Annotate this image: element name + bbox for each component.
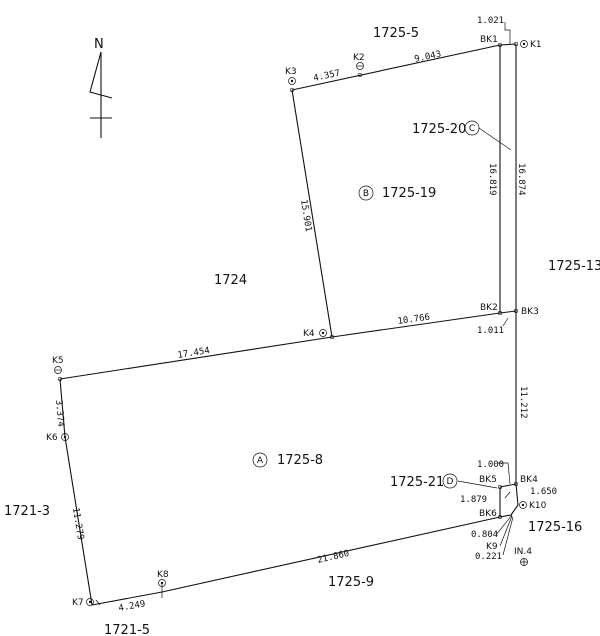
k10-marker-icon bbox=[519, 501, 527, 509]
k2-label: K2 bbox=[353, 53, 365, 63]
dist-k3-k2: 4.357 bbox=[313, 69, 342, 84]
bk6-label: BK6 bbox=[479, 509, 497, 519]
k6-label: K6 bbox=[46, 433, 58, 443]
lot-d-name: 1725-21 bbox=[390, 475, 444, 490]
lot-1725-16: 1725-16 bbox=[528, 520, 582, 535]
dist-k7-k8: 4.249 bbox=[118, 599, 146, 614]
k5-label: K5 bbox=[52, 356, 64, 366]
lot-d-marker-icon bbox=[442, 473, 458, 489]
lot-b-marker: B bbox=[363, 189, 369, 199]
k1-point-icon bbox=[513, 41, 519, 47]
north-arrow-icon: N bbox=[89, 37, 113, 138]
lot-c-name: 1725-20 bbox=[412, 122, 466, 137]
point-labels: K1 K2 K3 K4 K5 K6 K7 K8 K9 K10 BK1 BK2 B… bbox=[46, 35, 547, 608]
lot-1725-5: 1725-5 bbox=[373, 26, 419, 41]
k4-label: K4 bbox=[303, 329, 315, 339]
dist-k8-bk6: 21.860 bbox=[316, 549, 350, 566]
k3-label: K3 bbox=[285, 67, 297, 77]
k8-marker-icon bbox=[158, 579, 166, 587]
bk5-point-icon bbox=[497, 484, 503, 490]
lot-a-marker-icon bbox=[252, 452, 268, 468]
lot-1724: 1724 bbox=[214, 273, 247, 288]
dist-k9-b: 0.221 bbox=[475, 552, 502, 562]
dist-bk1-k1: 1.021 bbox=[477, 16, 504, 26]
lot-c-marker: C bbox=[469, 124, 475, 134]
lot-b-marker-icon bbox=[358, 185, 374, 201]
lot-1725-9: 1725-9 bbox=[328, 575, 374, 590]
k7-label: K7 bbox=[72, 598, 84, 608]
dist-k1-bk3: 16.874 bbox=[516, 163, 526, 196]
bk3-label: BK3 bbox=[521, 307, 539, 317]
dist-k5-k6: 3.374 bbox=[53, 399, 65, 427]
k4-point-icon bbox=[329, 334, 335, 340]
k6-marker-icon bbox=[61, 433, 69, 441]
dist-bk5-bk6: 1.879 bbox=[460, 495, 487, 505]
lot-1721-3: 1721-3 bbox=[4, 504, 50, 519]
k9-label: K9 bbox=[486, 542, 498, 552]
dist-bk4-k10: 1.650 bbox=[530, 487, 557, 497]
lot-1725-13: 1725-13 bbox=[548, 259, 600, 274]
lot-1721-5: 1721-5 bbox=[104, 623, 150, 636]
k8-label: K8 bbox=[157, 570, 169, 580]
bk3-point-icon bbox=[513, 308, 519, 314]
k3-marker-icon bbox=[288, 77, 296, 85]
north-label: N bbox=[94, 37, 104, 52]
k10-label: K10 bbox=[529, 501, 547, 511]
dist-bk1-bk2: 16.819 bbox=[487, 163, 497, 196]
k3-point-icon bbox=[289, 87, 295, 93]
k4-marker-icon bbox=[319, 329, 327, 337]
distance-labels: 4.357 9.043 1.021 15.901 16.819 16.874 1… bbox=[53, 16, 557, 614]
k1-label: K1 bbox=[530, 40, 542, 50]
leader-lines bbox=[95, 22, 514, 606]
dist-k9-a: 0.804 bbox=[471, 530, 498, 540]
lot-labels: B 1725-19 1725-20 C A 1725-8 1725-21 D 1… bbox=[4, 26, 600, 636]
in4-marker-icon bbox=[520, 558, 528, 566]
k2-marker-icon bbox=[356, 62, 364, 70]
bk4-label: BK4 bbox=[520, 475, 538, 485]
k5-point-icon bbox=[57, 376, 63, 382]
k2-point-icon bbox=[357, 72, 363, 78]
dist-bk3-bk4: 11.212 bbox=[518, 386, 528, 419]
lot-a-marker: A bbox=[257, 456, 264, 466]
boundary-lines bbox=[59, 43, 519, 606]
k5-marker-icon bbox=[54, 366, 62, 374]
bk1-label: BK1 bbox=[480, 35, 498, 45]
lot-d-marker: D bbox=[447, 477, 454, 487]
k1-marker-icon bbox=[520, 40, 528, 48]
dist-k4-bk2: 10.766 bbox=[397, 313, 431, 327]
k7-marker-icon bbox=[86, 598, 94, 606]
bk5-label: BK5 bbox=[479, 475, 497, 485]
bk6-point-icon bbox=[497, 514, 503, 520]
bk4-point-icon bbox=[513, 481, 519, 487]
in4-label: IN.4 bbox=[514, 547, 532, 557]
point-markers bbox=[54, 40, 528, 606]
bk2-point-icon bbox=[497, 310, 503, 316]
lot-b-name: 1725-19 bbox=[382, 186, 436, 201]
bk2-label: BK2 bbox=[480, 303, 498, 313]
dist-k6-k7: 11.279 bbox=[70, 507, 85, 541]
dist-bk5-bk4: 1.000 bbox=[477, 460, 504, 470]
dist-bk2-bk3: 1.011 bbox=[477, 326, 504, 336]
bk1-point-icon bbox=[497, 42, 503, 48]
lot-a-name: 1725-8 bbox=[277, 453, 323, 468]
lot-c-marker-icon bbox=[464, 120, 480, 136]
dist-k2-bk1: 9.043 bbox=[414, 50, 443, 65]
